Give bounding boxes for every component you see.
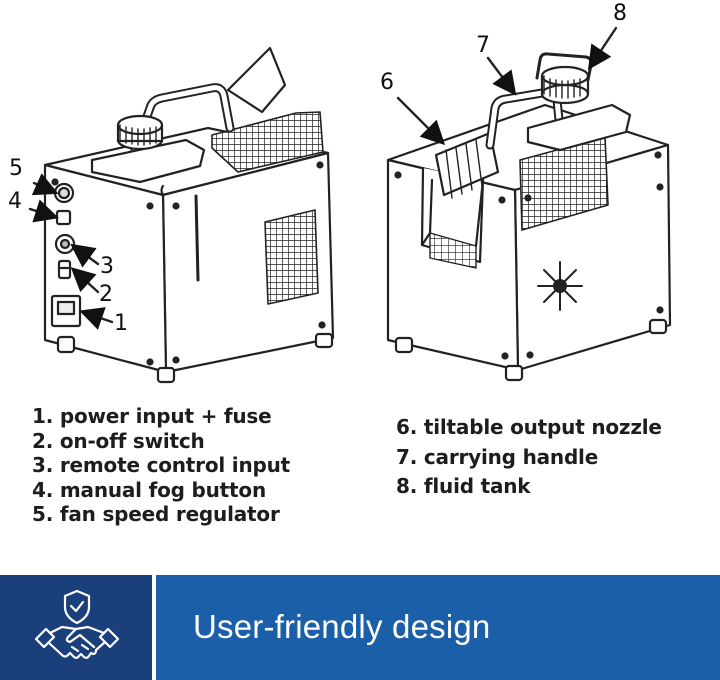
callout-number-1: 1: [114, 311, 128, 336]
footer-divider: [152, 575, 156, 680]
legend-item-7: 7. carrying handle: [396, 444, 599, 469]
fog-machine-illustration: [28, 26, 672, 384]
legend-item-2: 2. on-off switch: [32, 428, 205, 453]
callout-number-7: 7: [476, 33, 490, 58]
machine-rear-view: [28, 46, 335, 384]
fan-logo-icon: [537, 261, 583, 311]
footer-banner: User-friendly design: [0, 575, 720, 680]
callout-number-8: 8: [613, 1, 627, 26]
legend-item-1: 1. power input + fuse: [32, 404, 272, 428]
legend-item-8: 8. fluid tank: [396, 474, 531, 498]
legend-left-list: 1. power input + fuse 2. on-off switch 3…: [32, 404, 290, 527]
legend-item-4: 4. manual fog button: [32, 477, 266, 502]
callout-number-5: 5: [9, 156, 23, 181]
callout-number-3: 3: [100, 254, 114, 279]
footer-title: User-friendly design: [193, 608, 491, 645]
legend-item-3: 3. remote control input: [32, 453, 290, 477]
callout-number-6: 6: [380, 70, 394, 95]
legend-item-6: 6. tiltable output nozzle: [396, 415, 662, 439]
handshake-shield-icon: [34, 589, 120, 659]
legend-right-list: 6. tiltable output nozzle 7. carrying ha…: [396, 413, 662, 502]
legend-item-5: 5. fan speed regulator: [32, 502, 280, 526]
machine-front-view: [386, 26, 672, 382]
callout-number-4: 4: [8, 189, 22, 214]
callout-number-2: 2: [99, 282, 113, 307]
footer-title-panel: User-friendly design: [156, 575, 720, 680]
footer-icon-box: [0, 575, 152, 680]
